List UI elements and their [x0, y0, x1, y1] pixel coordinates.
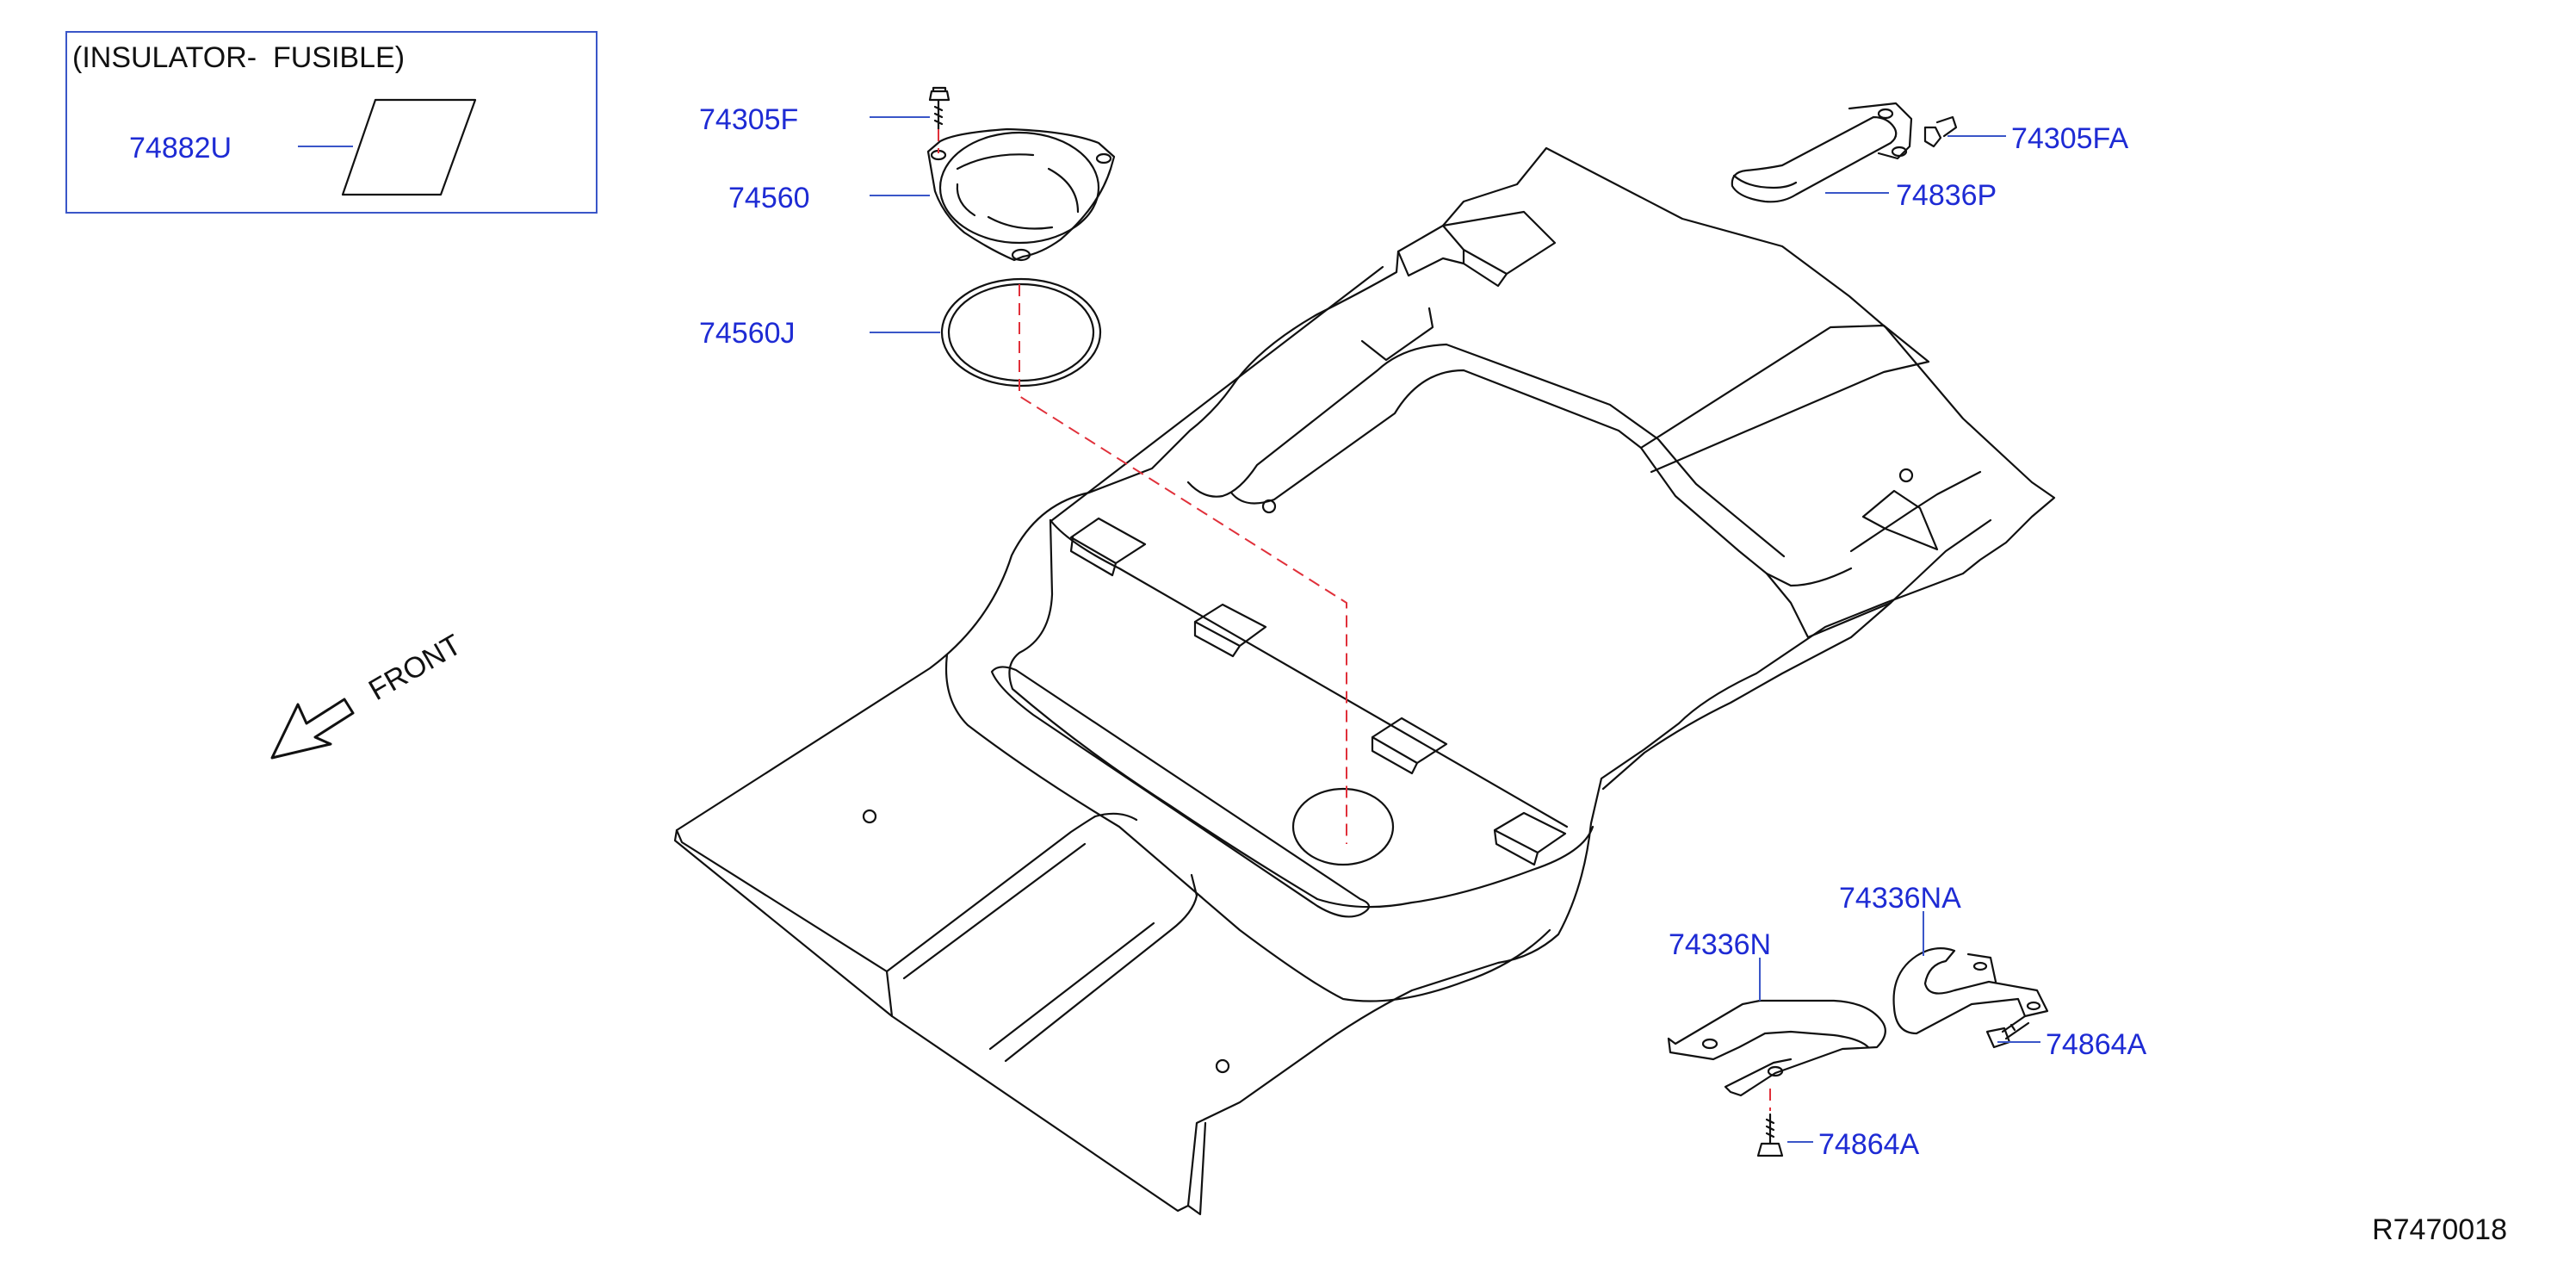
side-panel-crease: [1360, 307, 1434, 362]
insulator-inset-box: [65, 31, 598, 214]
duct-mount-flange: [1848, 102, 1913, 160]
console-bump-side: [1396, 250, 1465, 277]
callout-74560J[interactable]: 74560J: [699, 317, 796, 350]
callout-74864A-right[interactable]: 74864A: [2046, 1028, 2147, 1061]
left-rear-footwell: [1004, 873, 1198, 1063]
speaker-centerline: [1019, 284, 1347, 844]
duct-74836P: [1731, 115, 1898, 203]
duct-opening: [1732, 174, 1798, 189]
speaker-tab-hole: [1011, 248, 1031, 262]
callout-74560[interactable]: 74560: [728, 182, 810, 214]
front-arrow-icon: [270, 698, 355, 760]
diagram-code: R7470018: [2372, 1213, 2507, 1246]
bracket-74336NA: [1892, 946, 2049, 1035]
rear-kickup-crease: [1849, 470, 1982, 553]
right-edge-crease: [1601, 601, 1892, 791]
bracket-74336N: [1667, 999, 1886, 1097]
floor-rear-lip: [1186, 1121, 1207, 1216]
left-rear-footwell-crease: [988, 921, 1155, 1051]
speaker-slot-2: [1047, 167, 1080, 214]
speaker-slot-4: [956, 183, 976, 217]
speaker-slot-3: [987, 215, 1054, 230]
screw-74305F: [928, 86, 951, 131]
speaker-cover-ring: [938, 131, 1100, 245]
callout-74882U[interactable]: 74882U: [129, 132, 232, 164]
center-tunnel-upper: [1008, 518, 1595, 909]
hole-2: [1261, 499, 1277, 514]
bracket-74336NA-tab: [1966, 952, 1997, 983]
center-tunnel-lower: [944, 653, 1551, 1002]
left-footwell-edge: [885, 812, 1138, 973]
hole-4: [1215, 1058, 1230, 1074]
pad-1: [1069, 517, 1147, 577]
bracket-NA-hole-2: [2026, 1001, 2041, 1011]
speaker-screw-hole-2: [1095, 152, 1112, 164]
console-bump: [1441, 210, 1557, 288]
callout-74336N[interactable]: 74336N: [1669, 928, 1772, 961]
bracket-NA-hole-1: [1972, 961, 1988, 971]
speaker-ring-74560J: [940, 277, 1102, 388]
callout-74836P[interactable]: 74836P: [1896, 179, 1997, 212]
rear-right-pocket: [1861, 489, 1939, 551]
duct-mount-hole-2: [1891, 146, 1908, 158]
rear-kickup: [1765, 518, 1992, 639]
left-footwell-crease: [902, 842, 1087, 980]
hole-3: [1898, 468, 1914, 483]
insulator-sheet-74882U: [341, 98, 477, 196]
bracket-hole-2: [1767, 1065, 1784, 1077]
hole-1: [862, 809, 877, 824]
bracket-74336N-edge: [1667, 1030, 1870, 1061]
speaker-slot-1: [956, 153, 1035, 171]
callout-74336NA[interactable]: 74336NA: [1839, 882, 1961, 915]
callout-74305FA[interactable]: 74305FA: [2011, 122, 2129, 155]
bolt-74864A-bottom: [1756, 1113, 1784, 1157]
seat-crossmember-front: [1050, 265, 1384, 522]
floor-carpet-outline: [673, 146, 2056, 1213]
clip-74305FA: [1923, 115, 1958, 148]
floor-front-lip: [675, 828, 894, 1018]
inset-title: (INSULATOR- FUSIBLE): [72, 41, 406, 74]
rear-floor-recess-inner: [1186, 343, 1786, 558]
pad-3: [1371, 717, 1448, 775]
seat-riser-rail: [990, 666, 1371, 918]
speaker-cover-74560: [926, 127, 1116, 262]
callout-74864A-bottom[interactable]: 74864A: [1818, 1128, 1920, 1161]
seat-crossmember-back: [1049, 518, 1569, 828]
bracket-hole-1: [1701, 1038, 1718, 1050]
callout-74305F[interactable]: 74305F: [699, 103, 799, 136]
speaker-opening: [1291, 787, 1395, 866]
pad-2: [1193, 603, 1267, 658]
rear-floor-recess: [1229, 369, 1853, 587]
rear-crossbar: [1639, 324, 1930, 474]
duct-mount-hole: [1877, 108, 1894, 120]
speaker-ring-inner: [947, 282, 1095, 382]
pad-4: [1493, 811, 1567, 866]
